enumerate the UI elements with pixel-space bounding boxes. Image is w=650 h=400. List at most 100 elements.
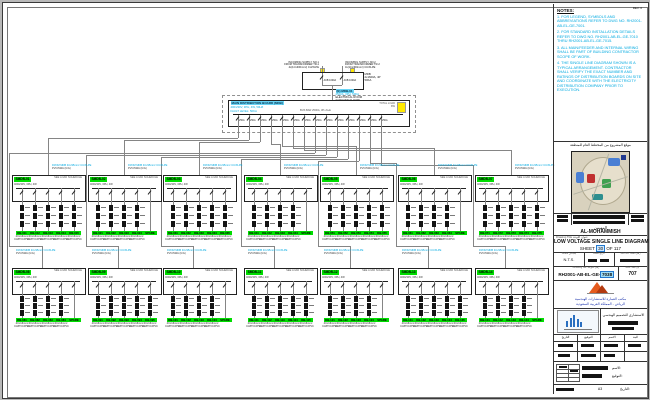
meter-text-bar	[140, 305, 146, 307]
meter-text-bar	[176, 312, 182, 314]
meter-text-bar	[25, 305, 31, 307]
db-tag: SPARE	[218, 318, 232, 322]
smdb-breaker	[356, 188, 357, 200]
feeder-wire	[274, 246, 275, 268]
db-feeder	[124, 200, 125, 205]
redacted-bar	[558, 366, 567, 369]
db-tag: DB-114	[286, 318, 300, 322]
meter-text-bar	[450, 298, 456, 299]
redacted-bar	[556, 215, 568, 218]
tb-divider-5	[554, 266, 647, 267]
mdb-outgoing-4	[271, 114, 272, 131]
feeder-wire	[271, 131, 272, 144]
meter-text-bar	[38, 222, 44, 224]
smdb-breaker	[35, 281, 36, 293]
panel-feeder-label: FROM MDB 4Cx95mm² CU/XLPE	[128, 164, 168, 168]
meter-text-bar	[51, 207, 57, 208]
feeder-wire	[304, 150, 511, 151]
note-item-2: 2. FOR STANDARD INSTALLATION DETAILS REF…	[557, 30, 638, 44]
kwh-meter-icon	[327, 303, 333, 309]
meter-text-bar	[51, 214, 57, 216]
smdb-breaker	[186, 188, 187, 200]
meter-text-bar	[189, 222, 195, 224]
db-feeder	[343, 227, 344, 231]
db-tag: DB-104	[205, 318, 219, 322]
meter-text-bar	[527, 214, 533, 216]
feeder-wire	[318, 161, 319, 246]
kwh-meter-icon	[353, 220, 359, 227]
smdb-breaker	[356, 281, 357, 293]
kwh-meter-icon	[277, 310, 283, 316]
kwh-meter-icon	[431, 212, 437, 220]
meter-text-bar	[450, 312, 456, 314]
kwh-meter-icon	[170, 212, 176, 220]
db-cable-label-1: 4Cx16mm²	[427, 234, 441, 238]
db-cable-label-2: CU/PVC/PVC	[490, 324, 506, 328]
kwh-meter-icon	[353, 212, 359, 220]
meter-text-bar	[176, 222, 182, 224]
db-feeder	[199, 293, 200, 296]
db-feeder	[537, 200, 538, 205]
meter-text-bar	[101, 312, 107, 314]
redacted-bar	[556, 387, 574, 392]
meter-text-bar	[228, 222, 234, 224]
db-tag: SPARE	[299, 231, 313, 235]
db-feeder	[356, 293, 357, 296]
db-feeder	[186, 293, 187, 296]
mdb-breaker-rating: 250A	[250, 118, 256, 122]
db-feeder	[330, 316, 331, 318]
meter-text-bar	[215, 207, 221, 208]
db-tag: DB-081	[15, 318, 29, 322]
db-feeder	[434, 227, 435, 231]
meter-text-bar	[101, 222, 107, 224]
smdb-breaker	[434, 281, 435, 293]
db-feeder	[124, 227, 125, 231]
meter-text-bar	[346, 298, 352, 299]
approval-header-1: التاريخ	[561, 334, 570, 339]
db-cable-label-1: 4Cx16mm²	[375, 234, 389, 238]
smdb-breaker	[173, 188, 174, 200]
db-feeder	[173, 200, 174, 205]
meter-text-bar	[127, 207, 133, 208]
smdb-tag: SMDB-10	[165, 269, 182, 276]
db-feeder	[434, 316, 435, 318]
kwh-meter-icon	[405, 310, 411, 316]
meter-text-bar	[385, 207, 391, 208]
kwh-meter-icon	[366, 212, 372, 220]
owner-logo-shape-2	[596, 284, 608, 293]
kwh-meter-icon	[457, 303, 463, 309]
tb-divider-1	[554, 141, 647, 142]
db-cable-label-1: 4Cx16mm²	[440, 321, 454, 325]
kwh-meter-icon	[521, 296, 527, 302]
panel-feeder-label: FROM MDB 4Cx95mm² CU/XLPE	[248, 249, 288, 253]
owner-logo	[587, 282, 614, 294]
mdb-breaker-rating: 250A	[327, 118, 333, 122]
drawing-number: RH2001-AB-EL-GE-7038	[554, 270, 618, 278]
db-cable-label-1: 4Cx16mm²	[179, 234, 193, 238]
feeder-wire	[124, 140, 249, 141]
db-cable-label-2: CU/PVC/PVC	[348, 324, 364, 328]
db-tag: SPARE	[375, 318, 389, 322]
tb-divider-6	[554, 280, 647, 281]
db-feeder	[434, 200, 435, 205]
db-cable-label-2: CU/PVC/PVC	[204, 237, 220, 241]
kwh-meter-icon	[444, 296, 450, 302]
consultant-logo-text-bar	[564, 328, 592, 330]
db-tag: DB-094	[130, 318, 144, 322]
kwh-meter-icon	[379, 212, 385, 220]
db-cable-label-2: CU/PVC/PVC	[452, 324, 468, 328]
kwh-meter-icon	[431, 205, 437, 212]
tb-grid-sep-1	[577, 334, 578, 361]
meter-text-bar	[51, 312, 57, 314]
db-feeder	[485, 200, 486, 205]
db-feeder	[498, 227, 499, 231]
db-cable-label-2: CU/PVC/PVC	[191, 237, 207, 241]
meter-text-bar	[437, 222, 443, 224]
meter-text-bar	[283, 298, 289, 299]
meter-text-bar	[333, 207, 339, 208]
db-feeder	[369, 316, 370, 318]
kwh-meter-icon	[32, 205, 38, 212]
db-cable-label-2: CU/PVC/PVC	[413, 237, 429, 241]
kwh-meter-icon	[58, 310, 64, 316]
